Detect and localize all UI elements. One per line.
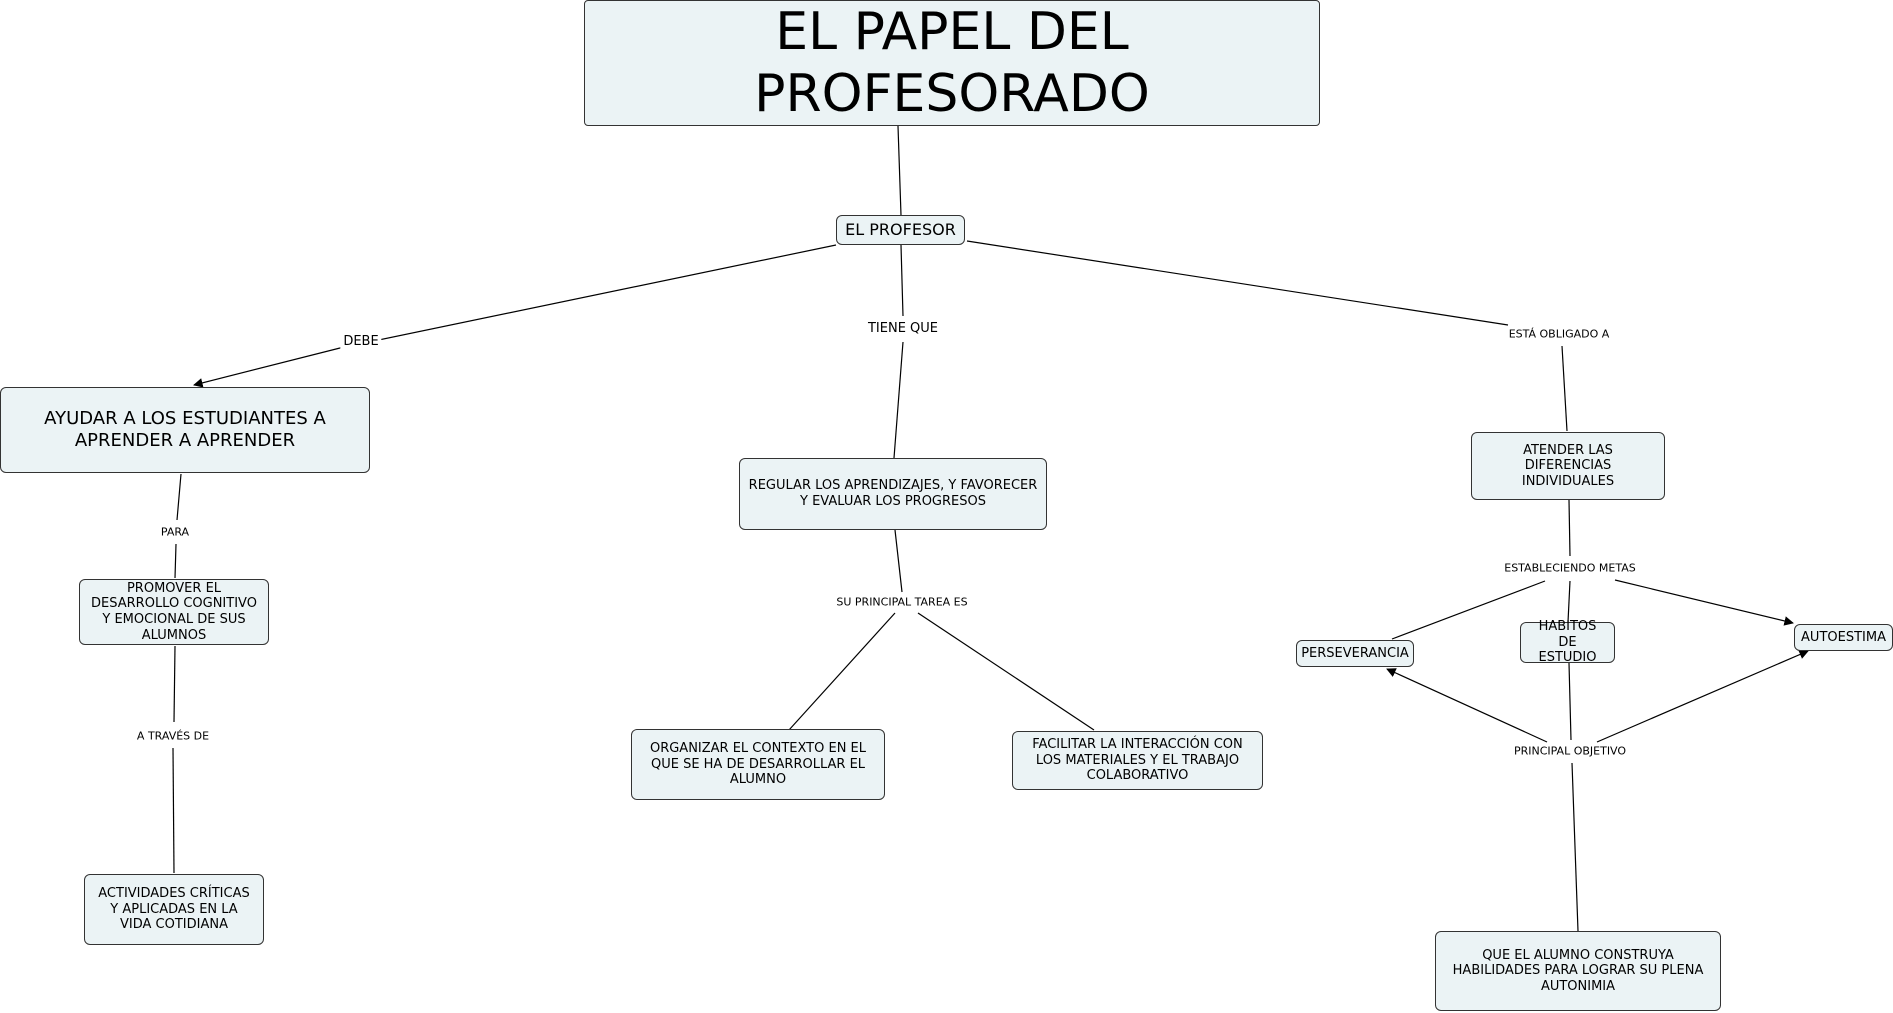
connector-tarea-organizar <box>788 612 896 731</box>
link-label-esta-obligado: ESTÁ OBLIGADO A <box>1505 327 1613 341</box>
connector-atender-metas <box>1568 499 1571 557</box>
node-el-profesor[interactable]: EL PROFESOR <box>836 215 965 245</box>
connector-metas-habitos <box>1567 580 1571 623</box>
node-actividades-criticas-text: ACTIVIDADES CRÍTICAS Y APLICADAS EN LA V… <box>98 886 250 933</box>
node-facilitar-interaccion-text: FACILITAR LA INTERACCIÓN CON LOS MATERIA… <box>1032 737 1243 784</box>
node-habitos-estudio[interactable]: HABITOS DE ESTUDIO <box>1520 619 1615 666</box>
link-label-a-traves-de: A TRAVÉS DE <box>133 729 213 743</box>
node-construya-habilidades[interactable]: QUE EL ALUMNO CONSTRUYA HABILIDADES PARA… <box>1435 931 1721 1011</box>
node-ayudar-aprender-text: AYUDAR A LOS ESTUDIANTES A APRENDER A AP… <box>44 408 326 451</box>
link-label-tiene-que: TIENE QUE <box>864 321 942 337</box>
connector-profesor-debe <box>339 244 837 349</box>
connector-profesor-obligado <box>966 240 1509 326</box>
link-label-debe: DEBE <box>340 334 382 350</box>
connector-objetivo-perseverancia <box>1386 668 1548 743</box>
connector-regular-tarea <box>894 529 903 593</box>
connector-tieneque-regular <box>893 341 904 459</box>
node-atender-diferencias[interactable]: ATENDER LAS DIFERENCIAS INDIVIDUALES <box>1471 432 1665 500</box>
node-habitos-estudio-text: HABITOS DE ESTUDIO <box>1538 619 1597 666</box>
node-promover-desarrollo-text: PROMOVER EL DESARROLLO COGNITIVO Y EMOCI… <box>91 580 257 643</box>
connector-debe-ayudar <box>193 347 341 388</box>
connector-obligado-atender <box>1561 345 1568 432</box>
page-title[interactable]: EL PAPEL DEL PROFESORADO <box>584 0 1320 126</box>
connector-atraves-actividades <box>172 747 175 874</box>
node-organizar-contexto[interactable]: ORGANIZAR EL CONTEXTO EN EL QUE SE HA DE… <box>631 729 885 800</box>
link-label-estableciendo-metas: ESTABLECIENDO METAS <box>1501 561 1639 575</box>
node-facilitar-interaccion[interactable]: FACILITAR LA INTERACCIÓN CON LOS MATERIA… <box>1012 731 1263 790</box>
node-construya-habilidades-text: QUE EL ALUMNO CONSTRUYA HABILIDADES PARA… <box>1452 947 1704 994</box>
node-perseverancia-text: PERSEVERANCIA <box>1301 645 1409 661</box>
node-el-profesor-text: EL PROFESOR <box>845 220 956 240</box>
page-title-text: EL PAPEL DEL PROFESORADO <box>754 1 1150 124</box>
connector-profesor-tieneque <box>900 244 904 317</box>
node-regular-aprendizajes-text: REGULAR LOS APRENDIZAJES, Y FAVORECER Y … <box>748 478 1038 509</box>
link-label-principal-objetivo: PRINCIPAL OBJETIVO <box>1510 744 1630 758</box>
node-actividades-criticas[interactable]: ACTIVIDADES CRÍTICAS Y APLICADAS EN LA V… <box>84 874 264 945</box>
connector-tarea-facilitar <box>917 612 1095 731</box>
connector-habitos-objetivo <box>1568 662 1572 741</box>
connector-objetivo-construya <box>1571 762 1579 932</box>
connector-metas-perseverancia <box>1391 580 1546 640</box>
connector-ayudar-para <box>176 473 182 521</box>
node-regular-aprendizajes[interactable]: REGULAR LOS APRENDIZAJES, Y FAVORECER Y … <box>739 458 1047 530</box>
node-atender-diferencias-text: ATENDER LAS DIFERENCIAS INDIVIDUALES <box>1521 442 1615 489</box>
node-ayudar-aprender[interactable]: AYUDAR A LOS ESTUDIANTES A APRENDER A AP… <box>0 387 370 473</box>
node-perseverancia[interactable]: PERSEVERANCIA <box>1296 640 1414 667</box>
node-autoestima[interactable]: AUTOESTIMA <box>1794 624 1893 651</box>
connector-objetivo-autoestima <box>1596 650 1809 743</box>
connector-metas-autoestima <box>1614 579 1794 626</box>
connector-title-profesor <box>897 125 902 216</box>
node-organizar-contexto-text: ORGANIZAR EL CONTEXTO EN EL QUE SE HA DE… <box>649 741 867 788</box>
connector-para-promover <box>174 543 177 579</box>
link-label-para: PARA <box>157 525 193 539</box>
connector-promover-atraves <box>173 645 176 723</box>
node-autoestima-text: AUTOESTIMA <box>1801 629 1886 645</box>
node-promover-desarrollo[interactable]: PROMOVER EL DESARROLLO COGNITIVO Y EMOCI… <box>79 579 269 645</box>
link-label-principal-tarea: SU PRINCIPAL TAREA ES <box>833 595 971 609</box>
